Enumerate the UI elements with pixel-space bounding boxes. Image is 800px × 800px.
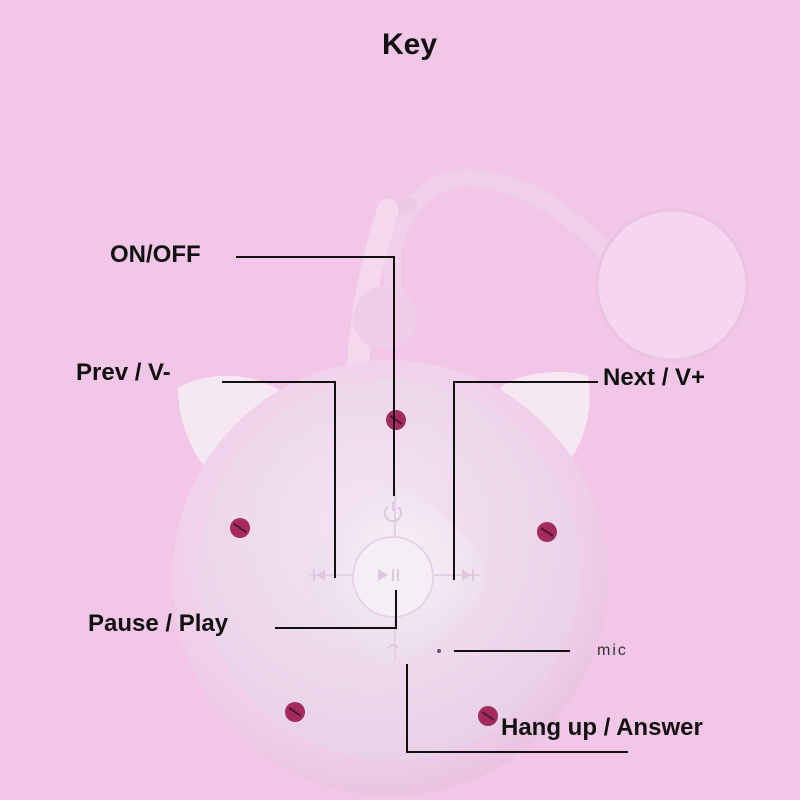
leader-lines bbox=[222, 256, 628, 753]
lanyard-strap bbox=[383, 168, 624, 307]
leader-on-off bbox=[236, 256, 395, 496]
right-ear bbox=[500, 372, 590, 472]
clip-arm bbox=[347, 199, 399, 381]
clip-disc-rim bbox=[595, 208, 749, 362]
lanyard-knob bbox=[353, 286, 417, 350]
label-next: Next / V+ bbox=[603, 364, 706, 391]
power-icon bbox=[384, 502, 402, 523]
label-hang-up: Hang up / Answer bbox=[501, 714, 703, 741]
prev-icon bbox=[313, 569, 325, 581]
leader-prev bbox=[222, 381, 336, 578]
next-icon bbox=[462, 569, 474, 581]
left-ear bbox=[178, 375, 282, 478]
leader-next bbox=[453, 381, 598, 580]
clip-disc bbox=[597, 210, 747, 360]
label-prev: Prev / V- bbox=[76, 359, 171, 386]
label-on-off: ON/OFF bbox=[110, 241, 201, 268]
label-mic: mic bbox=[597, 642, 628, 659]
leader-pause-play bbox=[275, 590, 397, 629]
leader-hang-up bbox=[406, 664, 628, 753]
screws bbox=[230, 410, 557, 726]
diagram-title: Key bbox=[382, 28, 438, 61]
label-pause-play: Pause / Play bbox=[88, 610, 229, 637]
phone-icon bbox=[387, 644, 399, 649]
play-pause-icon bbox=[378, 569, 399, 581]
mic-hole bbox=[437, 649, 441, 653]
